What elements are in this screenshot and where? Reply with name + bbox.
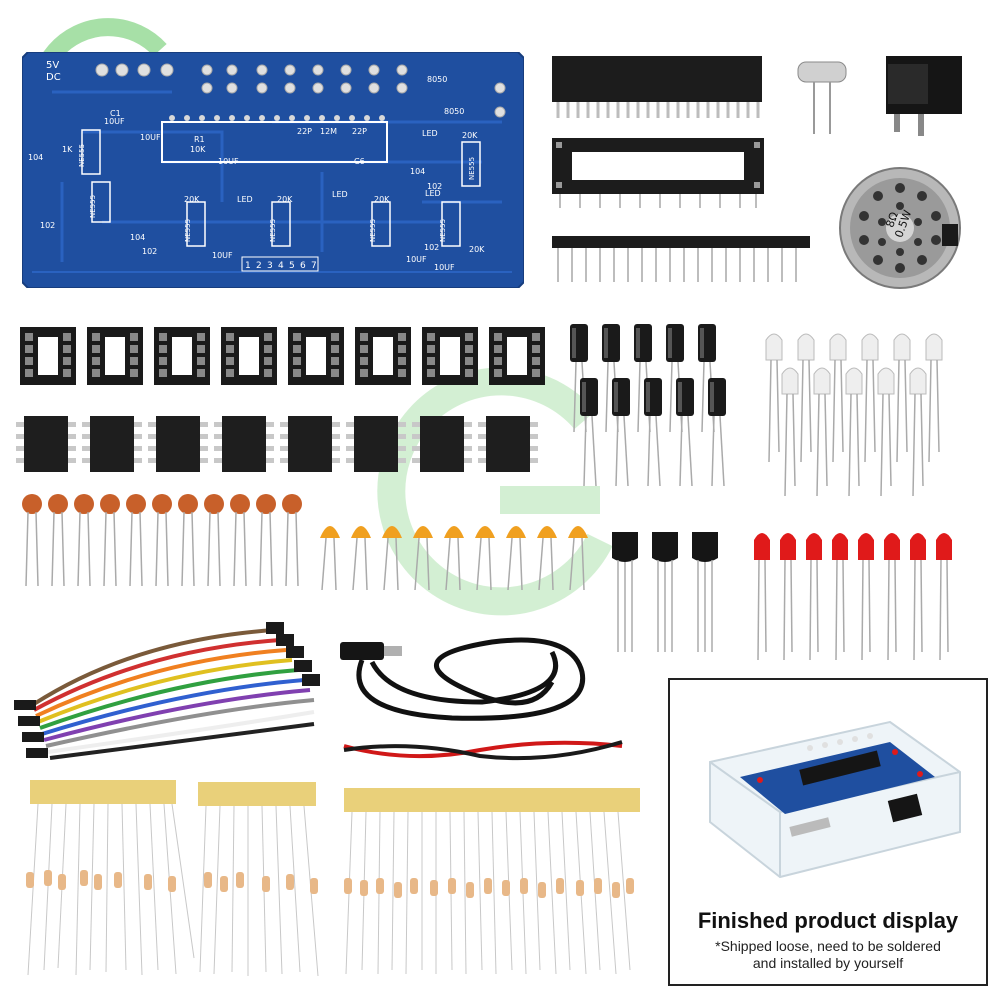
pcb-cap-label-2: 22P <box>352 127 367 136</box>
pcb-led-label-3: LED <box>332 190 348 199</box>
resistor-strip-2 <box>196 782 336 982</box>
finished-product-image <box>690 702 970 892</box>
pcb-cap-value-11: 10UF <box>212 251 233 260</box>
transistors <box>610 528 730 658</box>
pcb-resistor-label-2: 20K <box>462 131 478 140</box>
pcb-power-label-bottom: DC <box>46 72 61 83</box>
crystal-oscillator <box>796 58 848 136</box>
jumper-wires <box>14 620 334 770</box>
pcb-led-label-1: LED <box>422 129 438 138</box>
resistor-strip-1 <box>18 780 198 980</box>
clear-leds <box>764 332 954 512</box>
pcb-resistor-label-7: 1K <box>62 145 73 154</box>
pcb-cap-value-12: 10UF <box>406 255 427 264</box>
pcb-cap-value-8: 102 <box>427 182 442 191</box>
finished-product-title: Finished product display <box>697 908 959 933</box>
ceramic-capacitors-brown <box>20 492 310 592</box>
finished-product-panel: Finished product display *Shipped loose,… <box>668 678 988 986</box>
pcb-cap-value-10: 102 <box>424 243 439 252</box>
pcb-cap-value-4: 104 <box>28 153 43 162</box>
pcb-ic-label-7: NE555 <box>89 195 97 218</box>
pcb-power-label-top: 5V <box>46 60 59 71</box>
pcb-cap-value-7: 102 <box>40 221 55 230</box>
pcb-header-pin-6: 6 <box>300 261 306 271</box>
pcb-header-pin-3: 3 <box>267 261 273 271</box>
pcb-cap-label-3: C6 <box>354 157 365 166</box>
pcb-ic-label-3: NE555 <box>184 219 192 242</box>
pcb-cap-value-3: 10UF <box>140 133 161 142</box>
pcb-header-pin-1: 1 <box>245 261 251 271</box>
finished-product-note-line2: and installed by yourself <box>752 955 904 971</box>
speaker: 8Ω 0.5W <box>838 162 968 292</box>
pcb-transistor-label-1: 8050 <box>427 75 447 84</box>
finished-product-note-line1: *Shipped loose, need to be soldered <box>715 938 941 954</box>
ceramic-capacitors-yellow <box>316 514 596 594</box>
ic-sockets-8pin-row <box>20 325 550 391</box>
ne555-chips-row <box>16 412 546 476</box>
pcb-ic-label-6: NE555 <box>439 219 447 242</box>
pcb-resistor-label-4: 20K <box>277 195 293 204</box>
pcb-header-pin-7: 7 <box>311 261 317 271</box>
pcb-resistor-label-5: 20K <box>374 195 390 204</box>
finished-product-note: *Shipped loose, need to be soldered and … <box>680 938 976 972</box>
pin-header-strip <box>550 232 814 286</box>
pcb-cap-label-1: 22P <box>297 127 312 136</box>
pcb-led-label-2: LED <box>237 195 253 204</box>
pcb-header-pin-5: 5 <box>289 261 295 271</box>
pcb-header-pin-4: 4 <box>278 261 284 271</box>
pcb-crystal-label: 12M <box>320 127 337 136</box>
pcb-cap-value-13: 10UF <box>434 263 455 272</box>
ic-socket-40pin <box>550 136 766 216</box>
pcb-board: NE555 NE555 NE555 NE555 NE555 NE555 NE55… <box>22 52 524 288</box>
usb-cable <box>332 622 612 732</box>
microcontroller-chip <box>548 52 768 122</box>
pcb-header-pin-2: 2 <box>256 261 262 271</box>
resistor-strip-3 <box>340 784 644 980</box>
pcb-ic-label-4: NE555 <box>269 219 277 242</box>
pcb-ic-label-5: NE555 <box>369 219 377 242</box>
pcb-c1-label: C1 <box>110 109 121 118</box>
pcb-resistor-label-6: 20K <box>469 245 485 254</box>
pcb-ic-label-2: NE555 <box>468 157 476 180</box>
power-wire-red-black <box>340 734 630 768</box>
pcb-cap-value-6: 104 <box>130 233 145 242</box>
electrolytic-capacitors <box>568 322 738 512</box>
pcb-cap-value-9: 102 <box>142 247 157 256</box>
pcb-cap-value-1: 10UF <box>218 157 239 166</box>
pcb-cap-value-2: 10UF <box>104 117 125 126</box>
dc-power-jack <box>884 54 966 140</box>
pcb-transistor-label-2: 8050 <box>444 107 464 116</box>
pcb-led-label-4: LED <box>425 189 441 198</box>
pcb-resistor-label-3: 20K <box>184 195 200 204</box>
pcb-cap-value-5: 104 <box>410 167 425 176</box>
pcb-r1-label: R1 <box>194 135 205 144</box>
red-leds <box>752 530 962 664</box>
pcb-resistor-label-1: 10K <box>190 145 206 154</box>
pcb-ic-label-1: NE555 <box>78 144 86 167</box>
